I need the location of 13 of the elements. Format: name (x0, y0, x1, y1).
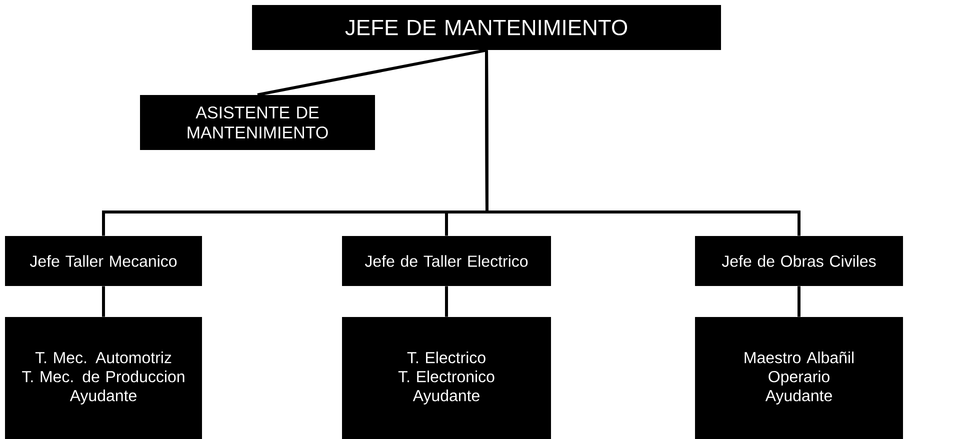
role-box: Jefe de Obras Civiles (695, 236, 903, 286)
role-box: Maestro Albañil Operario Ayudante (695, 317, 903, 439)
connector-line (798, 286, 800, 317)
role-box: Jefe de Taller Electrico (342, 236, 551, 286)
title-box: JEFE DE MANTENIMIENTO (252, 5, 721, 50)
connector-line (257, 48, 487, 96)
connector-line (485, 50, 800, 236)
role-box: T. Mec. Automotriz T. Mec. de Produccion Ayudante (5, 317, 202, 439)
connector-line (445, 286, 448, 317)
role-box: Jefe Taller Mecanico (5, 236, 202, 286)
connector-line (102, 286, 105, 317)
role-box: T. Electrico T. Electronico Ayudante (342, 317, 551, 439)
role-box: ASISTENTE DE MANTENIMIENTO (140, 95, 375, 150)
